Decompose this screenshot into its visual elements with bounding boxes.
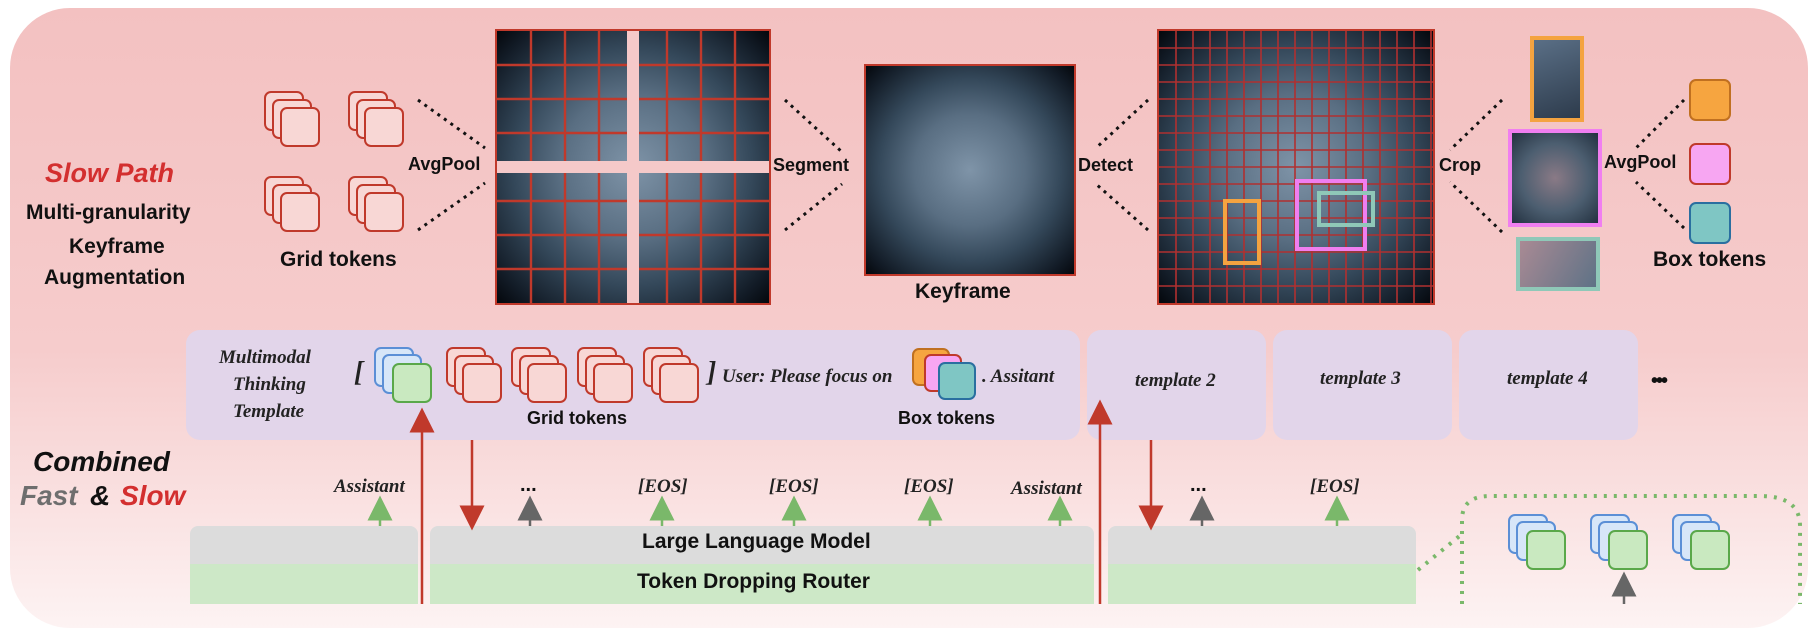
fast-label: Fast (20, 480, 78, 511)
output-dots-1: ... (520, 474, 537, 496)
template-title-line-1: Multimodal (219, 347, 311, 368)
avgpool-right-label: AvgPool (1604, 152, 1677, 172)
box-token-orange (1689, 79, 1731, 121)
router-block-main (430, 564, 1094, 604)
pink-crop (1508, 129, 1602, 227)
output-eos-3: [EOS] (904, 476, 954, 497)
teal-detection-box (1317, 191, 1375, 227)
slow-path-line-2: Keyframe (69, 235, 165, 258)
slow-path-title: Slow Path (45, 158, 175, 188)
keyframe-image (864, 64, 1076, 276)
assistant-prompt-text: . Assitant (982, 366, 1055, 387)
template-2-panel (1087, 330, 1266, 440)
template-2-label: template 2 (1135, 370, 1216, 391)
slow-path-line-1: Multi-granularity (26, 201, 191, 224)
open-bracket: [ (354, 357, 364, 388)
more-templates-ellipsis: ••• (1651, 370, 1668, 392)
router-block-left (190, 564, 418, 604)
user-prompt-text: User: Please focus on (722, 366, 893, 387)
output-assistant-1: Assistant (334, 476, 405, 497)
llm-label: Large Language Model (642, 530, 871, 553)
grid-overlay (497, 31, 769, 303)
segment-label: Segment (773, 155, 850, 175)
teal-crop (1516, 237, 1600, 291)
orange-crop (1530, 36, 1584, 122)
box-tokens-label: Box tokens (1653, 248, 1767, 271)
output-eos-2: [EOS] (769, 476, 819, 497)
ampersand-label: & (90, 480, 111, 511)
slow-path-line-3: Augmentation (44, 266, 186, 289)
template-box-tokens-label: Box tokens (898, 408, 996, 428)
grid-frames-image (495, 29, 771, 305)
keyframe-label: Keyframe (915, 280, 1011, 303)
template-4-panel (1459, 330, 1638, 440)
output-dots-2: ... (1190, 474, 1207, 496)
grid-tokens-label: Grid tokens (280, 248, 397, 271)
box-token-teal (1689, 202, 1731, 244)
llm-block-left (190, 526, 418, 564)
orange-detection-box (1223, 199, 1261, 265)
slow-label: Slow (120, 480, 186, 511)
detect-label: Detect (1078, 155, 1134, 175)
pink-detection-box (1295, 179, 1367, 251)
template-title-line-2: Thinking (233, 374, 306, 395)
router-block-right (1108, 564, 1416, 604)
llm-block-right (1108, 526, 1416, 564)
template-grid-tokens-label: Grid tokens (527, 408, 628, 428)
template-title-line-3: Template (233, 401, 305, 422)
template-3-label: template 3 (1320, 368, 1401, 389)
box-token-pink (1689, 143, 1731, 185)
detect-image (1157, 29, 1435, 305)
llm-block-main (430, 526, 1094, 564)
output-eos-1: [EOS] (638, 476, 688, 497)
output-assistant-2: Assistant (1011, 478, 1082, 499)
crop-label: Crop (1439, 155, 1481, 175)
output-eos-4: [EOS] (1310, 476, 1360, 497)
combined-label: Combined (33, 446, 170, 477)
template-3-panel (1273, 330, 1452, 440)
avgpool-left-label: AvgPool (408, 154, 481, 174)
close-bracket: ] (707, 357, 717, 388)
router-label: Token Dropping Router (637, 570, 870, 593)
fine-grid-overlay (1159, 31, 1433, 303)
template-4-label: template 4 (1507, 368, 1588, 389)
